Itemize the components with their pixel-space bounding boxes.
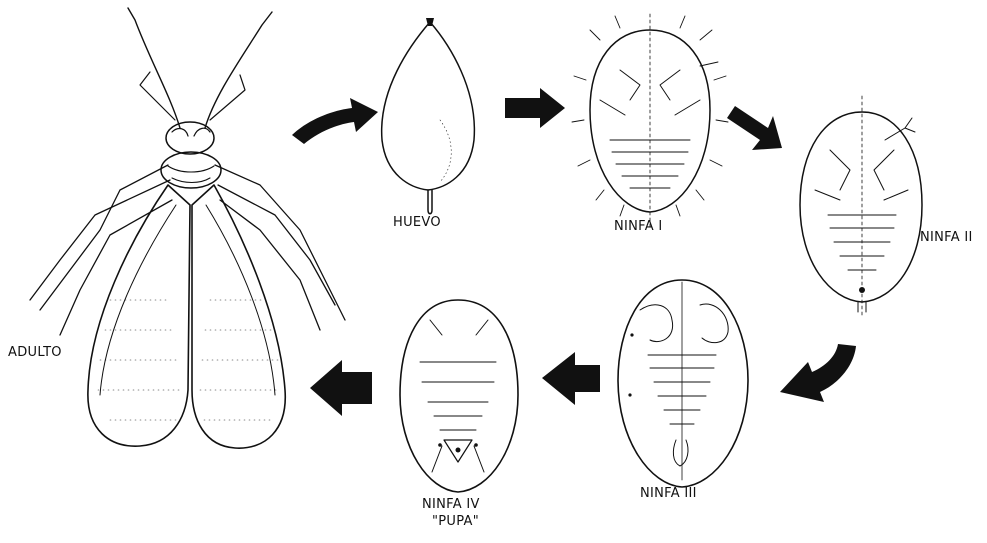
nymph4-orifice xyxy=(456,448,461,453)
leg-left-2 xyxy=(30,180,170,300)
nymph2-vasiform-orifice xyxy=(859,287,865,293)
egg-drawing xyxy=(382,18,475,214)
antenna-branch-right xyxy=(210,75,245,120)
nymph4-marks xyxy=(430,320,488,335)
egg-pedicel xyxy=(428,190,432,214)
arrow-nymph3-to-nymph4-icon xyxy=(542,352,600,405)
leg-left-3 xyxy=(60,200,172,335)
nymph3-tail xyxy=(673,440,688,466)
label-ninfa-1: NINFA I xyxy=(614,219,663,234)
nymph3-dot-2 xyxy=(628,393,631,396)
arrow-nymph1-to-nymph2-icon xyxy=(727,106,782,150)
nymph4-dot-left xyxy=(438,443,442,447)
label-adulto: ADULTO xyxy=(8,345,62,360)
nymph3-body xyxy=(618,280,748,487)
arrow-adult-to-egg-icon xyxy=(292,98,378,144)
arrow-nymph4-to-adult-icon xyxy=(310,360,372,416)
nymph4-segments xyxy=(420,362,496,430)
arrow-egg-to-nymph1-icon xyxy=(505,88,565,128)
adult-eyes xyxy=(172,128,210,136)
leg-right-1 xyxy=(215,165,345,320)
leg-left-1 xyxy=(40,165,168,310)
nymph2-drawing xyxy=(800,96,922,318)
label-huevo: HUEVO xyxy=(393,215,441,230)
nymph3-dot-1 xyxy=(630,333,633,336)
antenna-branch-left xyxy=(140,72,175,120)
egg-body xyxy=(382,22,475,190)
nymph3-eyes xyxy=(640,304,728,343)
nymph2-legs xyxy=(815,150,908,200)
arrows xyxy=(292,88,856,416)
nymph4-drawing xyxy=(400,300,518,492)
antenna-right xyxy=(205,12,272,128)
adult-head xyxy=(166,122,214,154)
label-ninfa-4: NINFA IV xyxy=(422,497,480,512)
nymph1-drawing xyxy=(572,14,728,230)
adult-wing-right xyxy=(192,185,285,448)
label-ninfa-3: NINFA III xyxy=(640,486,697,501)
arrow-nymph2-to-nymph3-icon xyxy=(780,344,856,402)
egg-shading xyxy=(440,120,451,182)
nymph4-dot-right xyxy=(474,443,478,447)
nymph2-body xyxy=(800,112,922,302)
label-pupa: "PUPA" xyxy=(432,514,479,529)
label-ninfa-2: NINFA II xyxy=(920,230,973,245)
leg-right-3 xyxy=(220,200,320,330)
adult-insect-drawing xyxy=(30,8,345,448)
nymph4-body xyxy=(400,300,518,492)
nymph3-drawing xyxy=(618,280,748,487)
antenna-left xyxy=(128,8,180,128)
adult-thorax-lines xyxy=(168,166,214,183)
